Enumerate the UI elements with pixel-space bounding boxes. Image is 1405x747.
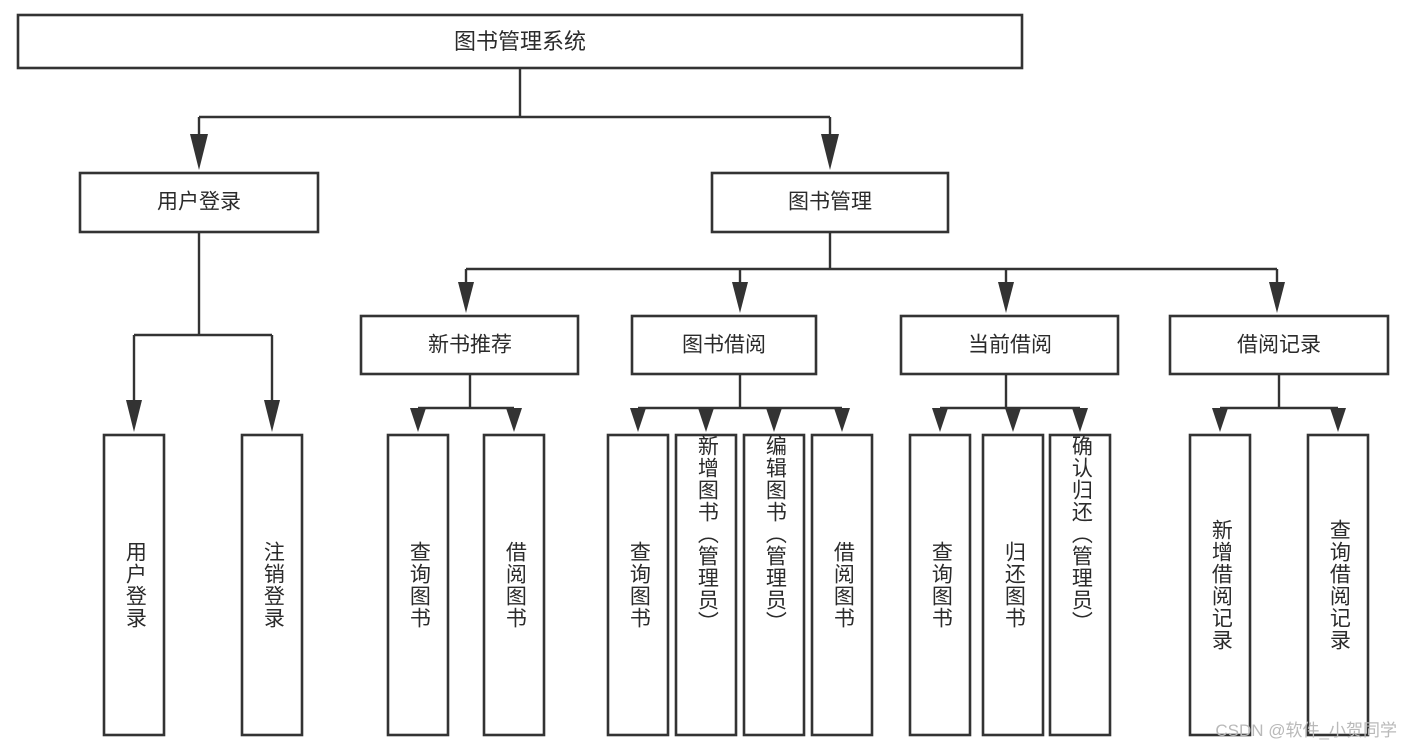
leaf-box-query-book-2[interactable] xyxy=(606,433,670,737)
arrowhead-leaf-borrow-book-2 xyxy=(834,408,850,432)
leaf-box-confirm-return-admin[interactable] xyxy=(1048,433,1112,737)
node-borrow-record-label: 借阅记录 xyxy=(1237,334,1321,357)
node-root[interactable]: 图书管理系统 xyxy=(16,13,1024,70)
node-new-book-recommend-box[interactable] xyxy=(359,314,580,376)
leaf-box-add-borrow-record[interactable] xyxy=(1188,433,1252,737)
node-current-borrow[interactable]: 当前借阅 xyxy=(899,314,1120,376)
arrowhead-leaf-add-borrow-record xyxy=(1212,408,1228,432)
node-borrow-record-box[interactable] xyxy=(1168,314,1390,376)
node-book-borrow-label: 图书借阅 xyxy=(682,334,766,357)
arrowhead-leaf-query-book-2 xyxy=(630,408,646,432)
arrowhead-leaf-query-book-1 xyxy=(410,408,426,432)
edges-user-login-to-leaves xyxy=(126,232,280,432)
leaf-box-borrow-book-1[interactable] xyxy=(482,433,546,737)
leaf-box-logout-login[interactable] xyxy=(240,433,304,737)
node-book-borrow-box[interactable] xyxy=(630,314,818,376)
arrowhead-new-book-recommend xyxy=(458,282,474,313)
edges-borrow-record-to-leaves xyxy=(1212,374,1346,432)
edges-book-borrow-to-leaves xyxy=(630,374,850,432)
edges-new-book-recommend-to-leaves xyxy=(410,374,522,432)
node-user-login-label: 用户登录 xyxy=(157,191,241,214)
arrowhead-current-borrow xyxy=(998,282,1014,313)
leaf-boxes xyxy=(102,433,1370,737)
node-book-manage-label: 图书管理 xyxy=(788,191,872,214)
arrowhead-leaf-logout-login xyxy=(264,400,280,432)
edges-current-borrow-to-leaves xyxy=(932,374,1088,432)
node-book-borrow[interactable]: 图书借阅 xyxy=(630,314,818,376)
arrowhead-book-borrow xyxy=(732,282,748,313)
arrowhead-leaf-edit-book-admin xyxy=(766,408,782,432)
node-root-box[interactable] xyxy=(16,13,1024,70)
leaf-box-query-borrow-record[interactable] xyxy=(1306,433,1370,737)
node-borrow-record[interactable]: 借阅记录 xyxy=(1168,314,1390,376)
leaf-box-edit-book-admin[interactable] xyxy=(742,433,806,737)
leaf-box-query-book-1[interactable] xyxy=(386,433,450,737)
node-new-book-recommend-label: 新书推荐 xyxy=(428,334,512,357)
node-book-manage-box[interactable] xyxy=(710,171,950,234)
node-user-login-box[interactable] xyxy=(78,171,320,234)
leaf-box-borrow-book-2[interactable] xyxy=(810,433,874,737)
edges-book-manage-to-level2 xyxy=(458,232,1285,313)
arrowhead-user-login xyxy=(190,134,208,170)
arrowhead-leaf-borrow-book-1 xyxy=(506,408,522,432)
node-new-book-recommend[interactable]: 新书推荐 xyxy=(359,314,580,376)
arrowhead-book-manage xyxy=(821,134,839,170)
arrowhead-leaf-query-borrow-record xyxy=(1330,408,1346,432)
leaf-box-add-book-admin[interactable] xyxy=(674,433,738,737)
leaf-box-user-login[interactable] xyxy=(102,433,166,737)
edges-root-to-level1 xyxy=(190,68,839,170)
node-current-borrow-box[interactable] xyxy=(899,314,1120,376)
arrowhead-leaf-user-login xyxy=(126,400,142,432)
node-root-label: 图书管理系统 xyxy=(454,29,586,54)
arrowhead-leaf-add-book-admin xyxy=(698,408,714,432)
node-user-login[interactable]: 用户登录 xyxy=(78,171,320,234)
arrowhead-leaf-return-book xyxy=(1005,408,1021,432)
node-current-borrow-label: 当前借阅 xyxy=(968,334,1052,357)
leaf-box-return-book[interactable] xyxy=(981,433,1045,737)
arrowhead-leaf-confirm-return-admin xyxy=(1072,408,1088,432)
arrowhead-borrow-record xyxy=(1269,282,1285,313)
node-book-manage[interactable]: 图书管理 xyxy=(710,171,950,234)
arrowhead-leaf-query-book-3 xyxy=(932,408,948,432)
leaf-box-query-book-3[interactable] xyxy=(908,433,972,737)
